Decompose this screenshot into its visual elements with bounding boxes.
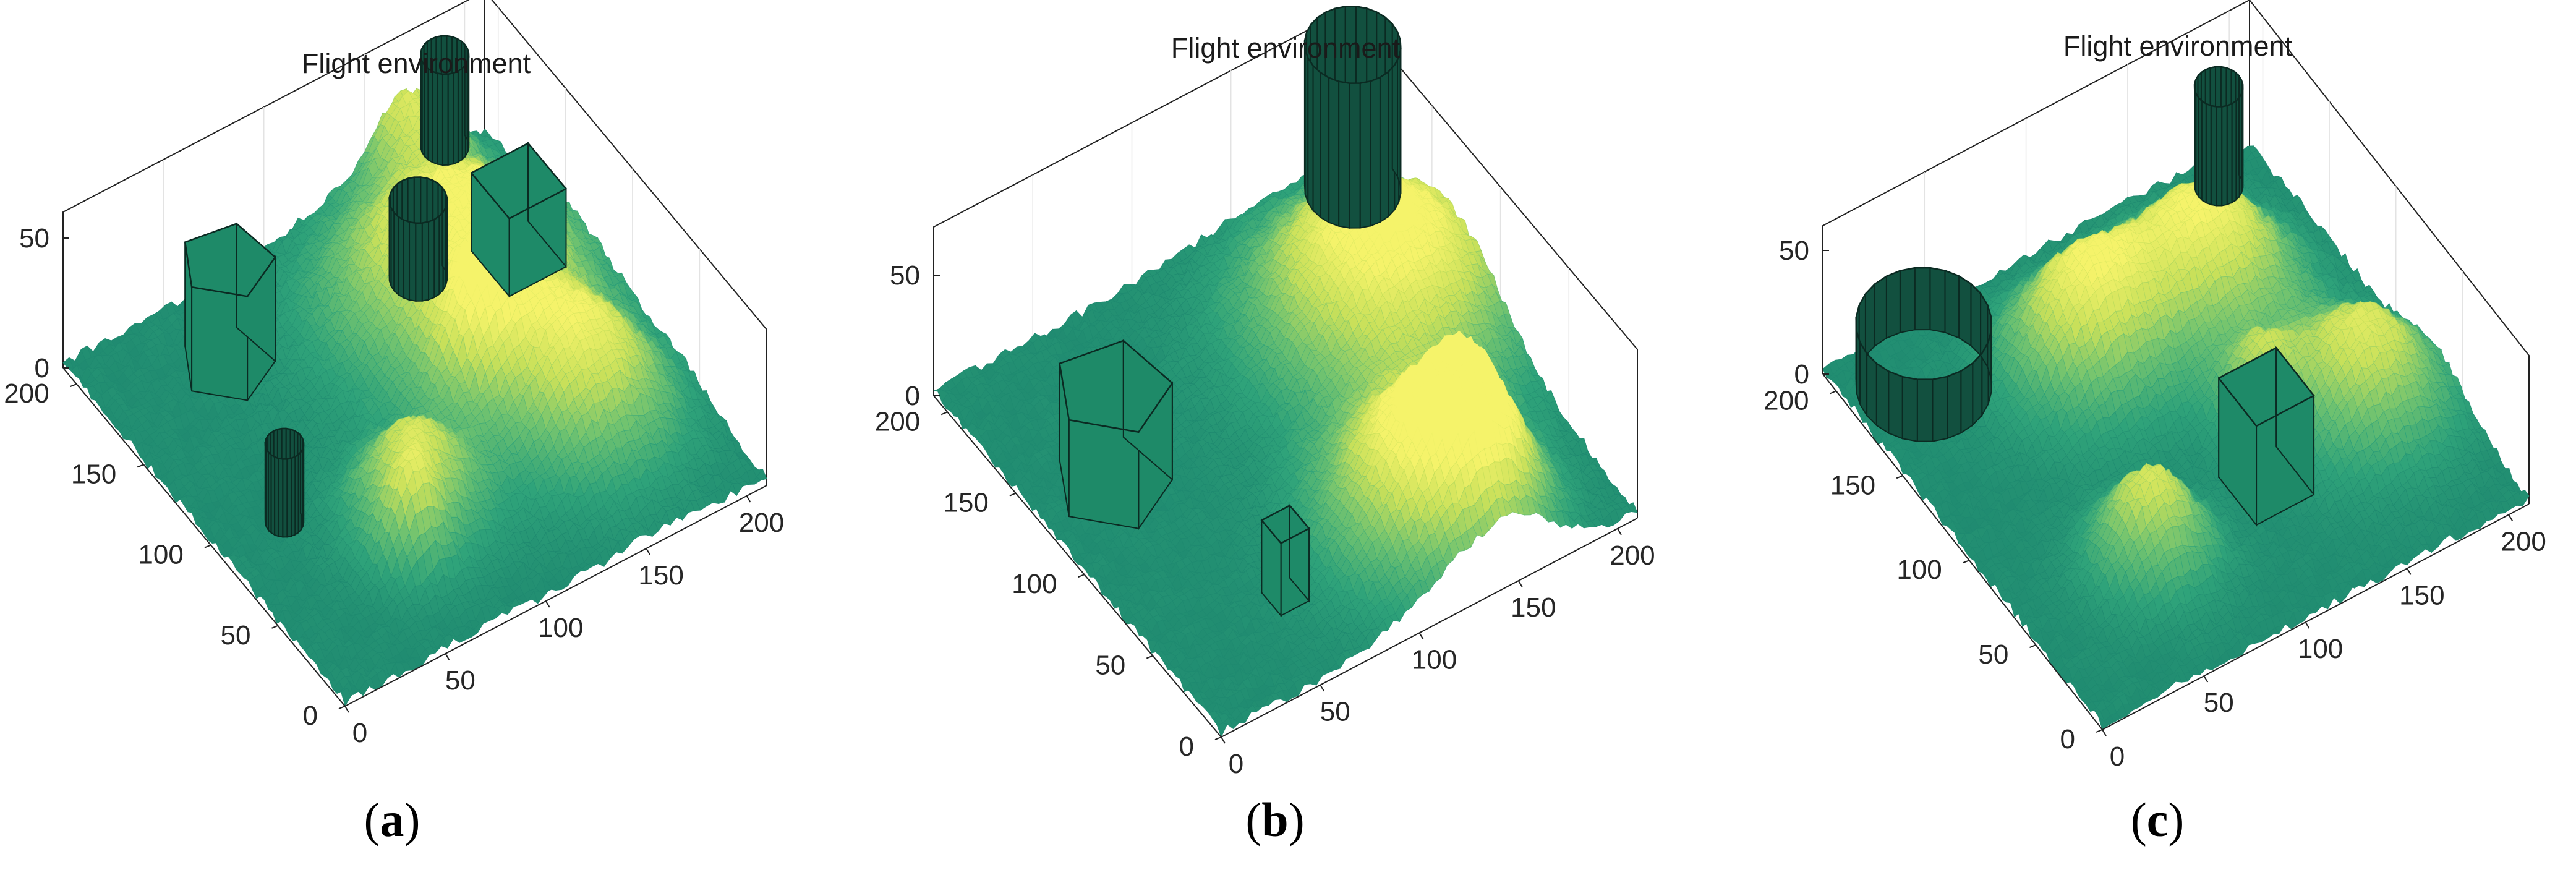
- obstacle-face: [447, 72, 454, 166]
- obstacle-face: [421, 221, 430, 302]
- obstacle-face: [415, 222, 423, 302]
- obstacle-face: [393, 211, 399, 296]
- cylinder-obstacle: [264, 427, 305, 538]
- obstacle-face: [278, 458, 284, 538]
- obstacle-face: [403, 219, 411, 301]
- obstacle-face: [427, 67, 433, 164]
- obstacle-face: [441, 73, 449, 166]
- obstacle-face: [457, 67, 463, 163]
- obstacle-face: [432, 70, 438, 165]
- obstacle-face: [409, 221, 417, 302]
- obstacle-face: [433, 215, 440, 299]
- obstacle-face: [282, 458, 288, 538]
- obstacle-face: [453, 70, 459, 165]
- obstacle-face: [398, 215, 404, 299]
- axes-box: [62, 0, 767, 485]
- obstacle-face: [437, 72, 443, 166]
- cylinder-obstacle: [388, 176, 448, 302]
- obstacle-face: [286, 457, 292, 538]
- obstacle-face: [428, 218, 435, 301]
- obstacle-face: [441, 185, 446, 273]
